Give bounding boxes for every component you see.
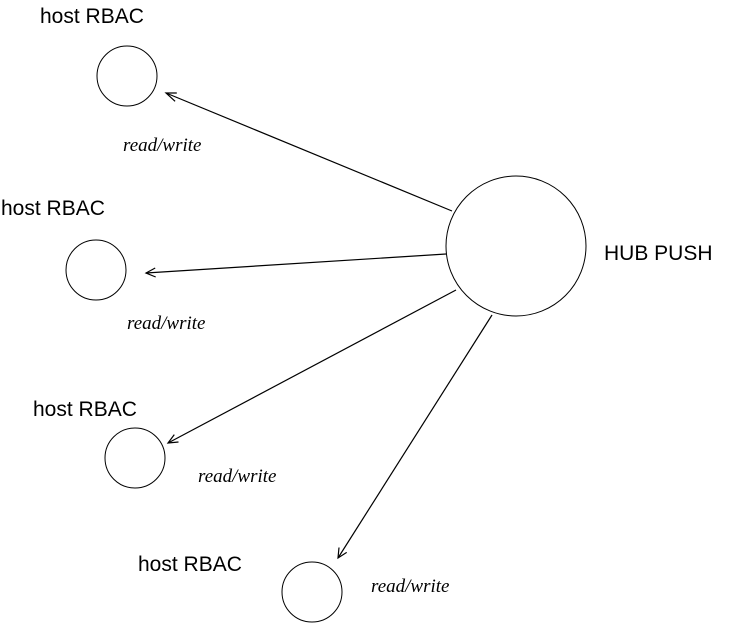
edge-label: read/write (198, 466, 276, 487)
host-circle (104, 427, 166, 489)
host-node-3: host RBAC read/write (33, 398, 276, 489)
host-node-4: host RBAC read/write (138, 553, 449, 623)
host-label: host RBAC (1, 197, 105, 220)
hub-label: HUB PUSH (604, 242, 713, 265)
hub-node: HUB PUSH (445, 175, 713, 317)
edge-label: read/write (123, 135, 201, 156)
edge-label: read/write (127, 313, 205, 334)
arrowhead-icon (337, 547, 348, 560)
host-label: host RBAC (33, 398, 137, 421)
host-label: host RBAC (138, 553, 242, 576)
arrowhead-icon (164, 92, 177, 102)
edges (144, 92, 493, 560)
edge-hub-to-host-4 (337, 314, 493, 559)
host-circle (281, 561, 343, 623)
host-label: host RBAC (40, 5, 144, 28)
edge-hub-to-host-3 (167, 289, 457, 444)
arrowhead-icon (166, 434, 179, 444)
host-circle (65, 239, 127, 301)
host-node-1: host RBAC read/write (40, 5, 201, 156)
edge-hub-to-host-2 (145, 253, 447, 274)
hub-circle (445, 175, 587, 317)
edge-label: read/write (371, 576, 449, 597)
arrowhead-icon (144, 267, 156, 278)
edge-hub-to-host-1 (165, 92, 453, 212)
host-node-2: host RBAC read/write (1, 197, 205, 334)
host-circle (96, 45, 158, 107)
